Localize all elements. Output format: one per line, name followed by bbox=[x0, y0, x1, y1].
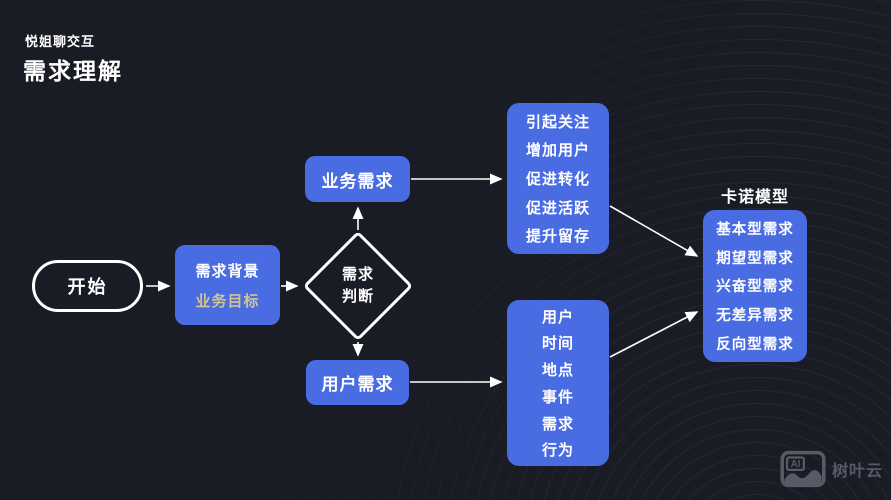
kano-model-list: 基本型需求 期望型需求 兴奋型需求 无差异需求 反向型需求 bbox=[703, 210, 807, 362]
list-item: 基本型需求 bbox=[716, 221, 794, 238]
start-label: 开始 bbox=[67, 277, 108, 297]
decision-line2: 判断 bbox=[341, 288, 374, 305]
business-goals-list: 引起关注 增加用户 促进转化 促进活跃 提升留存 bbox=[507, 103, 609, 254]
watermark-brand: 树叶云 bbox=[831, 463, 883, 480]
list-item: 兴奋型需求 bbox=[716, 279, 794, 296]
list-item: 促进转化 bbox=[525, 170, 590, 188]
goal-line: 业务目标 bbox=[195, 292, 260, 310]
start-node: 开始 bbox=[32, 260, 143, 312]
kano-model-title: 卡诺模型 bbox=[720, 189, 789, 206]
business-requirement-node: 业务需求 bbox=[305, 156, 410, 202]
list-item: 提升留存 bbox=[525, 228, 590, 246]
list-item: 无差异需求 bbox=[716, 308, 794, 325]
list-item: 需求 bbox=[541, 415, 574, 433]
list-item: 用户 bbox=[541, 308, 574, 326]
ai-image-icon: AI bbox=[780, 450, 826, 488]
channel-name: 悦姐聊交互 bbox=[25, 34, 96, 49]
connector-goals-to-kano bbox=[609, 205, 699, 257]
ai-icon-label: AI bbox=[791, 459, 801, 470]
list-item: 行为 bbox=[541, 442, 574, 460]
connector-factors-to-kano bbox=[609, 311, 699, 358]
user-factors-list: 用户 时间 地点 事件 需求 行为 bbox=[507, 300, 609, 466]
list-item: 地点 bbox=[541, 362, 574, 380]
business-requirement-label: 业务需求 bbox=[321, 171, 394, 191]
list-item: 增加用户 bbox=[525, 142, 590, 160]
list-item: 期望型需求 bbox=[716, 250, 794, 267]
list-item: 促进活跃 bbox=[525, 199, 590, 217]
watermark: AI 树叶云 bbox=[780, 450, 883, 488]
user-requirement-node: 用户需求 bbox=[306, 360, 409, 405]
background-goal-node: 需求背景 业务目标 bbox=[175, 245, 280, 325]
user-requirement-label: 用户需求 bbox=[321, 375, 394, 394]
list-item: 时间 bbox=[541, 335, 574, 353]
decision-line1: 需求 bbox=[341, 266, 374, 283]
list-item: 引起关注 bbox=[525, 113, 590, 131]
page-title: 需求理解 bbox=[23, 58, 123, 84]
list-item: 事件 bbox=[541, 388, 574, 406]
decision-label: 需求 判断 bbox=[319, 247, 397, 325]
list-item: 反向型需求 bbox=[716, 337, 794, 354]
background-line: 需求背景 bbox=[195, 262, 260, 280]
